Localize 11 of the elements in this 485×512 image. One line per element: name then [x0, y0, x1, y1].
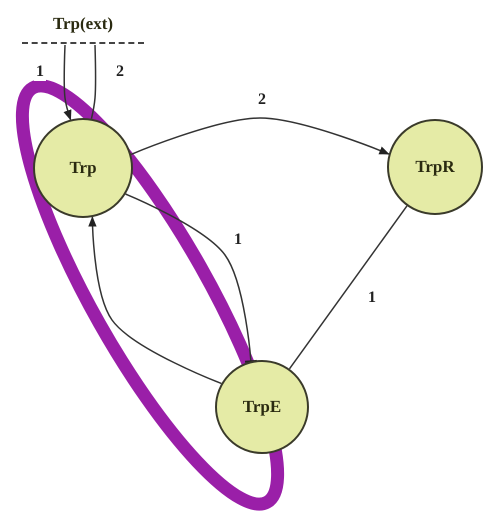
connector-line — [288, 206, 408, 370]
arrow — [88, 216, 222, 384]
arrow — [63, 44, 72, 121]
connector-line — [90, 44, 96, 119]
node-circle: TrpR — [387, 119, 483, 215]
node-circle: Trp — [33, 118, 133, 218]
node-label: Trp(ext) — [22, 6, 144, 44]
node-circle: TrpE — [215, 360, 309, 454]
arrow — [130, 117, 390, 156]
inhibition-line — [125, 193, 258, 363]
edge-label: 1 — [34, 63, 46, 81]
